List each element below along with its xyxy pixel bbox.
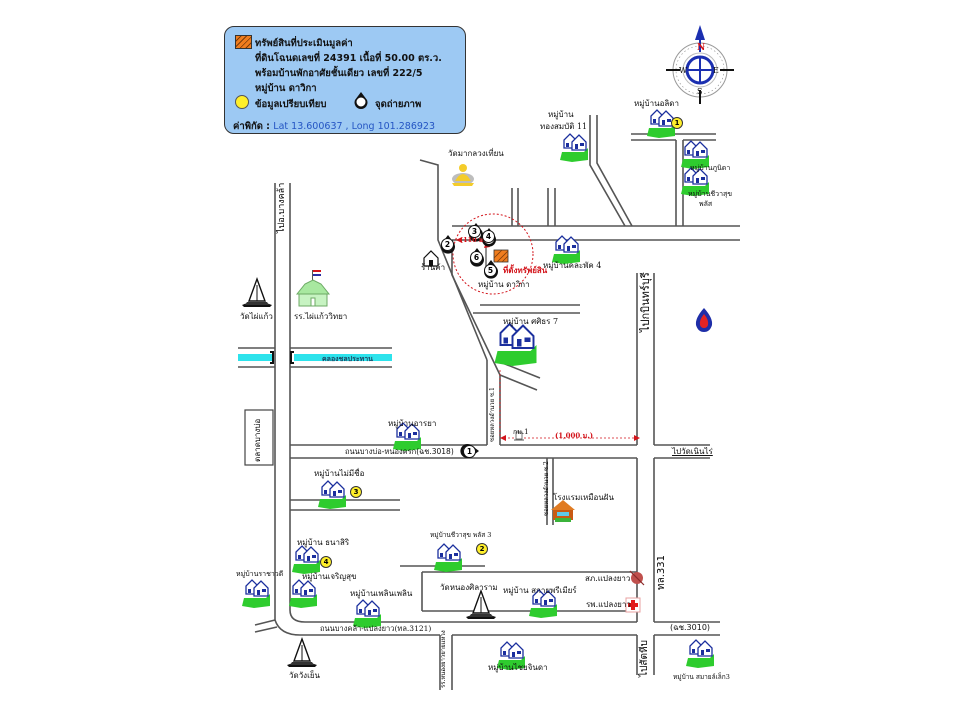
village-icon-samaylek3 (685, 639, 715, 669)
photo-point-3: 3 (468, 225, 481, 238)
label-soi-bottom: รร.หนองยาวยายแหวง (440, 630, 447, 688)
village-icon-charoensuk (288, 579, 318, 609)
label-road-bottom: ถนนบางคล้า-แปลงยาว(ทล.3121) (320, 624, 432, 633)
label-road-watnoenpai: ไปวัดเนินไร่ (672, 447, 713, 456)
legend-property-label: ทรัพย์สินที่ประเมินมูลค่า (255, 38, 353, 49)
hotel-icon (551, 500, 575, 522)
property-hatch-icon (235, 35, 252, 49)
label-wat-phaikaew: วัดไผ่แก้ว (240, 312, 273, 321)
label-road-satthip: ไปสัตหีบ (639, 640, 650, 677)
label-wat-makluang: วัดมากลวงเที่ยน (448, 149, 504, 158)
compass-s: S (697, 87, 703, 96)
legend-box: ทรัพย์สินที่ประเมินมูลค่า ที่ดินโฉนดเลขท… (224, 26, 466, 134)
label-thongsombat-2: ทองสมบัติ 11 (540, 122, 588, 131)
label-chiwasuk-1: หมู่บ้านชีวาสุข (688, 190, 733, 198)
label-road-bangkla: ไปอ.บางคล้า (277, 182, 287, 233)
coord-label: ค่าพิกัด : (233, 121, 270, 132)
label-chiwasuk-2: พลัส (699, 200, 713, 208)
label-ban-orlida: หมู่บ้านอลิดา (634, 99, 679, 108)
compass-e: E (713, 66, 719, 75)
compass-w: W (679, 66, 688, 75)
label-ban-sasithorn: หมู่บ้าน ศศิธร 7 (503, 317, 559, 326)
school-icon (295, 270, 331, 307)
label-school: รร.ไผ่แก้ววิทยา (294, 312, 348, 321)
label-kaewkrachang: หมู่บ้านคละพัค 4 (543, 261, 602, 270)
comparison-marker-3: 3 (350, 486, 362, 498)
canal-right (294, 354, 392, 361)
label-km-marker: กม.1 (513, 428, 529, 436)
legend-line4: หมู่บ้าน ดาวิกา (255, 83, 317, 94)
label-distance-110m: (110 ม.) (460, 236, 489, 244)
comparison-marker-2: 2 (476, 543, 488, 555)
label-ban-araya: หมู่บ้านอารยา (388, 419, 437, 428)
legend-photo-label: จุดถ่ายภาพ (375, 99, 422, 110)
temple-icon-nongsila (465, 590, 497, 620)
temple-icon-wangyen (286, 638, 318, 668)
shop-icon (423, 250, 439, 267)
label-soi-lower: ซอยหลวงอำนวย ซ.2 (543, 461, 550, 516)
label-ban-chiwasuk3: หมู่บ้านชีวาสุข พลัส 3 (430, 531, 492, 539)
photo-point-1: 1 (463, 445, 476, 458)
village-icon-thanasiri (291, 545, 321, 575)
legend-line2: ที่ดินโฉนดเลขที่ 24391 เนื้อที่ 50.00 ตร… (255, 53, 442, 64)
label-talat-bangbo: ตลาดบางบ่อ (253, 418, 262, 462)
compass-icon (666, 25, 734, 104)
photo-point-4: 4 (482, 230, 495, 243)
coord-value: Lat 13.600637 , Long 101.286923 (273, 121, 436, 132)
label-soi-upper: ซอยหลวงอำนวย ซ.1 (489, 387, 496, 442)
radius-circle (452, 213, 534, 295)
village-icon-rachawadee (241, 579, 271, 609)
village-icon-chiwasuk3 (433, 543, 463, 573)
comparison-circle-icon (235, 95, 249, 109)
legend-line3: พร้อมบ้านพักอาศัยชั้นเดียว เลขที่ 222/5 (255, 68, 423, 79)
label-road-kabinburi: ไปกบินทร์บุรี (639, 272, 652, 332)
village-icon-thongsombat (559, 133, 589, 163)
label-road-3010: (ฉช.3010) (670, 623, 711, 632)
photo-point-6: 6 (470, 251, 483, 264)
label-road-main: ถนนบางบ่อ-หนองครก(ฉช.3018) (345, 447, 454, 456)
label-ban-samaylek3: หมู่บ้าน สมายล์เล็ก3 (673, 673, 730, 681)
label-ban-phunida: หมู่บ้านภูนิดา (690, 164, 731, 172)
legend-comparison-label: ข้อมูลเปรียบเทียบ (255, 99, 327, 110)
photo-point-2: 2 (441, 238, 454, 251)
comparison-marker-1: 1 (671, 117, 683, 129)
label-ban-maimeechue: หมู่บ้านไม่มีชื่อ (314, 469, 365, 478)
label-ban-dawika: หมู่บ้าน ดาวิกา (478, 280, 530, 289)
photo-point-icon (354, 92, 368, 109)
legend-coordinates: ค่าพิกัด : Lat 13.600637 , Long 101.2869… (233, 119, 435, 134)
photo-point-5: 5 (484, 264, 497, 277)
label-road-331: ทล.331 (656, 555, 667, 590)
hospital-icon (625, 597, 641, 613)
label-property-site: ที่ตั้งทรัพย์สิน (503, 265, 548, 275)
gas-station-icon (695, 308, 713, 332)
label-wat-nongsila: วัดหนองศิลาราม (440, 583, 498, 592)
label-police: สภ.แปลงยาว (585, 574, 631, 583)
label-ban-sakayapremier: หมู่บ้าน สกายพรีเมียร์ (503, 586, 577, 595)
label-ban-thanasiri: หมู่บ้าน ธนาสิริ (297, 538, 350, 547)
label-hotel: โรงแรมเหมือนฝัน (553, 493, 614, 502)
label-distance-1000m: (1,000 ม.) (555, 431, 594, 440)
label-ban-rachawadee: หมู่บ้านราชาวดี (236, 570, 284, 578)
temple-icon-phaikaew (241, 278, 273, 308)
talat-box (244, 409, 274, 466)
village-icon-sasithorn (493, 323, 538, 367)
label-hospital: รพ.แปลงยาว (586, 600, 631, 609)
km-marker-icon (514, 431, 524, 441)
buddha-icon (452, 164, 474, 186)
label-ban-phloenphloen: หมู่บ้านเพลินเพลิน (350, 589, 413, 598)
comparison-marker-4: 4 (320, 556, 332, 568)
label-canal: คลองชลประทาน (322, 354, 373, 363)
compass-n: N (697, 43, 706, 53)
police-icon (629, 570, 645, 586)
label-ban-chaiyachinda: หมู่บ้านไชยจินดา (488, 663, 548, 672)
canal-left (238, 354, 272, 361)
label-ran-kha: ร้านค้า (421, 263, 446, 272)
label-ban-charoensuk: หมู่บ้านเจริญสุข (302, 572, 357, 581)
village-icon-maimeechue (317, 480, 347, 510)
label-thongsombat-1: หมู่บ้าน (548, 110, 574, 119)
label-wat-wangyen: วัดวังเย็น (289, 671, 320, 680)
